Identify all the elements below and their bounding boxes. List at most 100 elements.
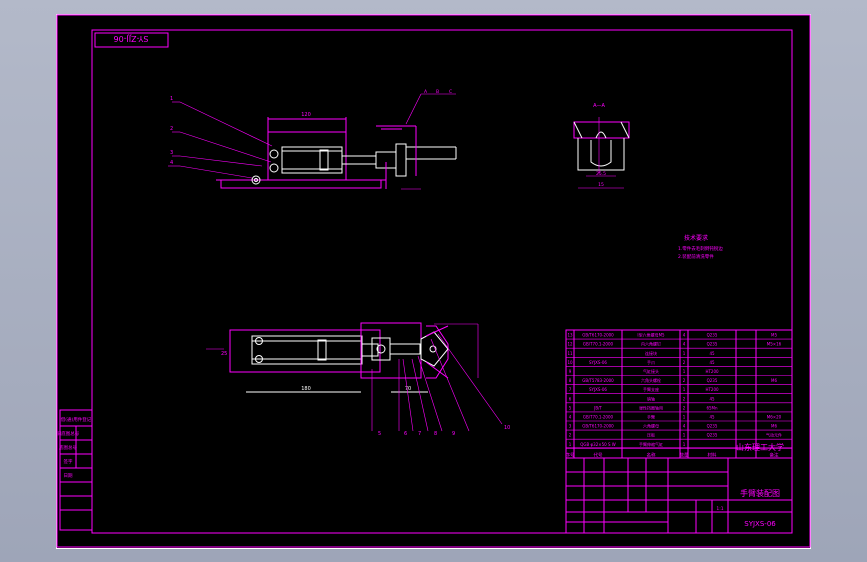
bom-header-mat: 材料 bbox=[708, 451, 717, 458]
stamp-text: SY-ZJJ-06 bbox=[114, 34, 149, 43]
inner-frame bbox=[91, 29, 793, 534]
cad-viewport[interactable]: SY-ZJJ-06 借(通)用件登记 旧底图总号 底图总号 签字 日期 bbox=[56, 14, 811, 549]
balloon-5: 5 bbox=[378, 431, 381, 437]
bom-cell-qty: 2 bbox=[683, 360, 686, 365]
bottom-leaders: 5 6 7 8 9 10 bbox=[371, 333, 510, 437]
bom-cell-no: 10 bbox=[567, 360, 573, 365]
bom-cell-note: M6×20 bbox=[767, 415, 782, 420]
bom-cell-no: 3 bbox=[569, 424, 572, 429]
balloon-1: 1 bbox=[170, 96, 173, 102]
drawing-number: SYJXS-06 bbox=[744, 520, 776, 528]
bom-header-name: 名称 bbox=[647, 451, 656, 458]
bom-cell-name: I型六角螺母M5 bbox=[637, 332, 665, 338]
section-title: A—A bbox=[593, 103, 605, 109]
bom-cell-name: 手臂支座 bbox=[643, 386, 659, 392]
bom-cell-qty: 2 bbox=[683, 396, 686, 401]
bom-cell-qty: 4 bbox=[683, 424, 686, 429]
left-stack-3: 签字 bbox=[64, 458, 73, 465]
technical-notes: 技术要求 1.零件去毛刺倒钝锐边 2.装配前清洗零件 bbox=[678, 234, 723, 260]
bom-cell-note: M5 bbox=[771, 333, 777, 338]
notes-line-1: 1.零件去毛刺倒钝锐边 bbox=[678, 245, 723, 252]
bom-cell-name: 手臂 bbox=[647, 414, 655, 420]
bom-cell-no: 1 bbox=[569, 442, 572, 447]
drawing-name: 手臂装配图 bbox=[740, 488, 780, 498]
left-stack-0: 借(通)用件登记 bbox=[61, 416, 92, 423]
left-stack-4: 日期 bbox=[64, 473, 73, 479]
svg-text:25: 25 bbox=[221, 351, 227, 357]
bom-cell-no: 9 bbox=[569, 369, 572, 374]
bom-cell-code: GB/T6170-2000 bbox=[582, 424, 614, 429]
top-leaders: 1 2 3 4 bbox=[168, 96, 273, 179]
bom-cell-mat: HT200 bbox=[705, 369, 719, 374]
stamp-box bbox=[94, 32, 169, 48]
bom-cell-name: 内六角螺钉 bbox=[641, 341, 661, 347]
bom-cell-no: 6 bbox=[569, 396, 572, 401]
dim-top-120: 120 bbox=[301, 112, 311, 118]
balloon-10: 10 bbox=[504, 425, 510, 431]
bom-cell-mat: Q235 bbox=[707, 378, 718, 383]
bom-cell-name: 手爪 bbox=[647, 359, 655, 365]
left-stack-1: 旧底图总号 bbox=[57, 430, 80, 437]
balloon-9: 9 bbox=[452, 431, 455, 437]
bom-cell-qty: 2 bbox=[683, 378, 686, 383]
svg-text:B: B bbox=[436, 89, 439, 95]
bom-cell-no: 2 bbox=[569, 433, 572, 438]
bom-cell-note: 气动元件 bbox=[766, 432, 782, 438]
bom-cell-name: 弹性挡圈轴用 bbox=[639, 404, 663, 410]
bom-header-no: 序号 bbox=[566, 451, 575, 458]
sheet-edge bbox=[56, 14, 811, 549]
drawing-canvas: SY-ZJJ-06 借(通)用件登记 旧底图总号 底图总号 签字 日期 bbox=[56, 14, 811, 549]
bom-cell-mat: 45 bbox=[709, 351, 715, 356]
svg-text:A: A bbox=[424, 89, 428, 95]
balloon-6: 6 bbox=[404, 431, 407, 437]
bom-cell-name: 销轴 bbox=[647, 395, 655, 401]
bom-cell-mat: Q235 bbox=[707, 333, 718, 338]
bom-cell-name: 连接块 bbox=[645, 350, 657, 356]
outer-frame bbox=[56, 14, 811, 548]
bom-cell-mat: HT200 bbox=[705, 387, 719, 392]
plan-view: 25 180 70 bbox=[206, 322, 479, 393]
bom-cell-mat: Q235 bbox=[707, 342, 718, 347]
dim-bottom-180: 180 bbox=[301, 386, 311, 392]
bom-cell-qty: 1 bbox=[683, 369, 686, 374]
bom-cell-mat: Q235 bbox=[707, 424, 718, 429]
bom-cell-code: JB/T bbox=[593, 405, 602, 410]
balloon-7: 7 bbox=[418, 431, 421, 437]
section-view: A—A 25.5 15 bbox=[573, 103, 630, 189]
bom-cell-no: 7 bbox=[569, 387, 572, 392]
bom-cell-name: 压板 bbox=[647, 432, 655, 438]
bom-cell-no: 5 bbox=[569, 405, 572, 410]
bom-cell-qty: 1 bbox=[683, 351, 686, 356]
bom-cell-no: 4 bbox=[569, 415, 572, 420]
balloon-3: 3 bbox=[170, 150, 173, 156]
bom-cell-no: 11 bbox=[567, 351, 573, 356]
bom-cell-mat: 45 bbox=[709, 415, 715, 420]
left-margin-table: 借(通)用件登记 旧底图总号 底图总号 签字 日期 bbox=[57, 409, 93, 531]
left-stack-2: 底图总号 bbox=[59, 444, 77, 451]
bom-cell-code: GB/T70.1-2000 bbox=[583, 415, 614, 420]
university-name: 山东理工大学 bbox=[736, 442, 784, 452]
bom-cell-code: QGB φ32×50 S W bbox=[580, 442, 616, 447]
bom-cell-code: GB/T70.1-2000 bbox=[583, 342, 614, 347]
section-dim-top: 25.5 bbox=[596, 171, 606, 177]
bom-cell-no: 8 bbox=[569, 378, 572, 383]
bom-header-note: 备注 bbox=[770, 451, 779, 458]
bom-cell-qty: 1 bbox=[683, 387, 686, 392]
bom-cell-qty: 2 bbox=[683, 405, 686, 410]
bom-cell-note: M6 bbox=[771, 378, 777, 383]
bom-cell-qty: 1 bbox=[683, 442, 686, 447]
bom-cell-qty: 1 bbox=[683, 433, 686, 438]
bom-cell-mat: Q235 bbox=[707, 433, 718, 438]
bom-cell-mat: 45 bbox=[709, 396, 715, 401]
bom-cell-qty: 4 bbox=[683, 333, 686, 338]
bom-cell-qty: 4 bbox=[683, 342, 686, 347]
bom-cell-note: M5×16 bbox=[767, 342, 782, 347]
bom-cell-name: 六角头螺栓 bbox=[641, 377, 661, 383]
balloon-2: 2 bbox=[170, 126, 173, 132]
bom-header-qty: 数量 bbox=[680, 451, 689, 458]
bom-cell-note: M6 bbox=[771, 424, 777, 429]
title-block: 山东理工大学 手臂装配图 SYJXS-06 1:1 bbox=[565, 442, 793, 534]
notes-title: 技术要求 bbox=[684, 234, 708, 242]
drawing-scale: 1:1 bbox=[716, 506, 723, 512]
bom-cell-no: 13 bbox=[567, 333, 573, 338]
